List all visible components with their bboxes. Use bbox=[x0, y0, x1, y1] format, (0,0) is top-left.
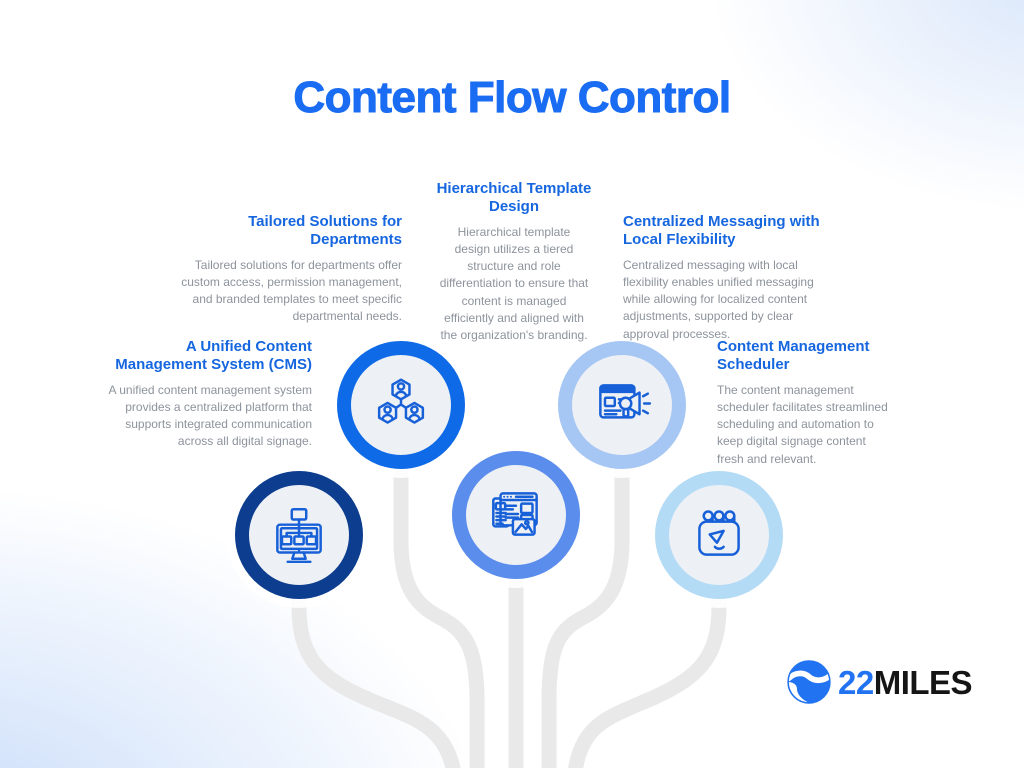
section-centralized-messaging: Centralized Messaging with Local Flexibi… bbox=[623, 213, 837, 343]
logo-name: MILES bbox=[873, 663, 973, 701]
tailored-solutions-circle bbox=[337, 341, 465, 469]
logo-swirl-icon bbox=[786, 660, 832, 704]
hexagon-team-icon bbox=[377, 378, 425, 424]
centralized-messaging-circle bbox=[558, 341, 686, 469]
section-tailored-solutions: Tailored Solutions for Departments Tailo… bbox=[176, 213, 402, 326]
monitor-sitemap-icon bbox=[276, 507, 322, 564]
section-unified-cms: A Unified Content Management System (CMS… bbox=[88, 338, 312, 451]
calendar-check-icon bbox=[698, 510, 740, 556]
section-heading: Tailored Solutions for Departments bbox=[248, 213, 402, 249]
section-content-scheduler: Content Management Scheduler The content… bbox=[717, 338, 895, 468]
logo-number: 22 bbox=[838, 663, 874, 701]
announcement-page-icon bbox=[599, 384, 652, 419]
section-heading: Centralized Messaging with Local Flexibi… bbox=[623, 213, 820, 249]
section-body: Hierarchical template design utilizes a … bbox=[439, 224, 589, 343]
unified-cms-circle bbox=[235, 471, 363, 599]
section-body: Centralized messaging with local flexibi… bbox=[623, 257, 814, 341]
content-scheduler-circle bbox=[655, 471, 783, 599]
section-body: A unified content management system prov… bbox=[108, 382, 312, 449]
hierarchical-template-circle bbox=[452, 451, 580, 579]
logo-text: 22MILES bbox=[838, 663, 973, 701]
section-hierarchical-template: Hierarchical Template Design Hierarchica… bbox=[428, 180, 600, 344]
section-body: The content management scheduler facilit… bbox=[717, 382, 888, 466]
page-title: Content Flow Control bbox=[293, 73, 732, 123]
section-heading: A Unified Content Management System (CMS… bbox=[115, 338, 312, 374]
section-heading: Content Management Scheduler bbox=[717, 338, 870, 374]
webpage-template-icon bbox=[492, 492, 538, 536]
22miles-logo: 22MILES bbox=[786, 659, 973, 705]
section-heading: Hierarchical Template Design bbox=[436, 180, 592, 216]
section-body: Tailored solutions for departments offer… bbox=[181, 257, 402, 324]
